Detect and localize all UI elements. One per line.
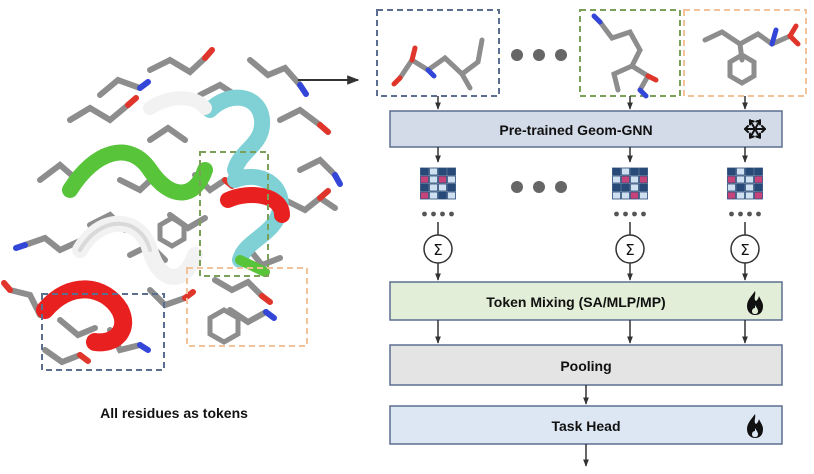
flame-icon bbox=[747, 414, 763, 438]
gnn-to-embedding-arrows bbox=[435, 147, 748, 163]
protein-structure-illustration bbox=[1, 47, 343, 371]
token-mixing-block: Token Mixing (SA/MLP/MP) bbox=[389, 281, 783, 321]
task-head-label: Task Head bbox=[552, 418, 621, 434]
task-head-block: Task Head bbox=[389, 405, 783, 445]
embedding-matrix-1 bbox=[420, 167, 456, 217]
token-box-orange bbox=[683, 9, 807, 97]
sum-symbol: Σ bbox=[740, 241, 749, 259]
embedding-matrix-2 bbox=[612, 167, 648, 217]
geom-gnn-block: Pre-trained Geom-GNN bbox=[389, 110, 783, 148]
token-box-blue bbox=[376, 9, 500, 97]
token-box-green bbox=[579, 9, 681, 99]
snowflake-icon bbox=[744, 119, 766, 139]
embedding-to-sum-lines bbox=[437, 222, 746, 235]
figure-caption: All residues as tokens bbox=[100, 405, 248, 421]
sum-symbol: Σ bbox=[433, 241, 442, 259]
sum-node-2: Σ bbox=[615, 234, 645, 264]
mixing-to-pooling-arrows bbox=[435, 320, 748, 344]
ellipsis-dots-top bbox=[511, 49, 567, 61]
ellipsis-dots-middle bbox=[511, 181, 567, 193]
sum-to-mixing-arrows bbox=[435, 263, 748, 281]
flame-icon bbox=[747, 291, 763, 315]
sum-node-1: Σ bbox=[423, 234, 453, 264]
token-mixing-label: Token Mixing (SA/MLP/MP) bbox=[486, 294, 665, 310]
pooling-label: Pooling bbox=[560, 358, 611, 374]
embedding-matrix-3 bbox=[727, 167, 763, 217]
geom-gnn-label: Pre-trained Geom-GNN bbox=[499, 122, 652, 138]
sum-node-3: Σ bbox=[730, 234, 760, 264]
sum-symbol: Σ bbox=[625, 241, 634, 259]
pooling-block: Pooling bbox=[389, 344, 783, 386]
token-to-gnn-arrows bbox=[435, 96, 748, 110]
